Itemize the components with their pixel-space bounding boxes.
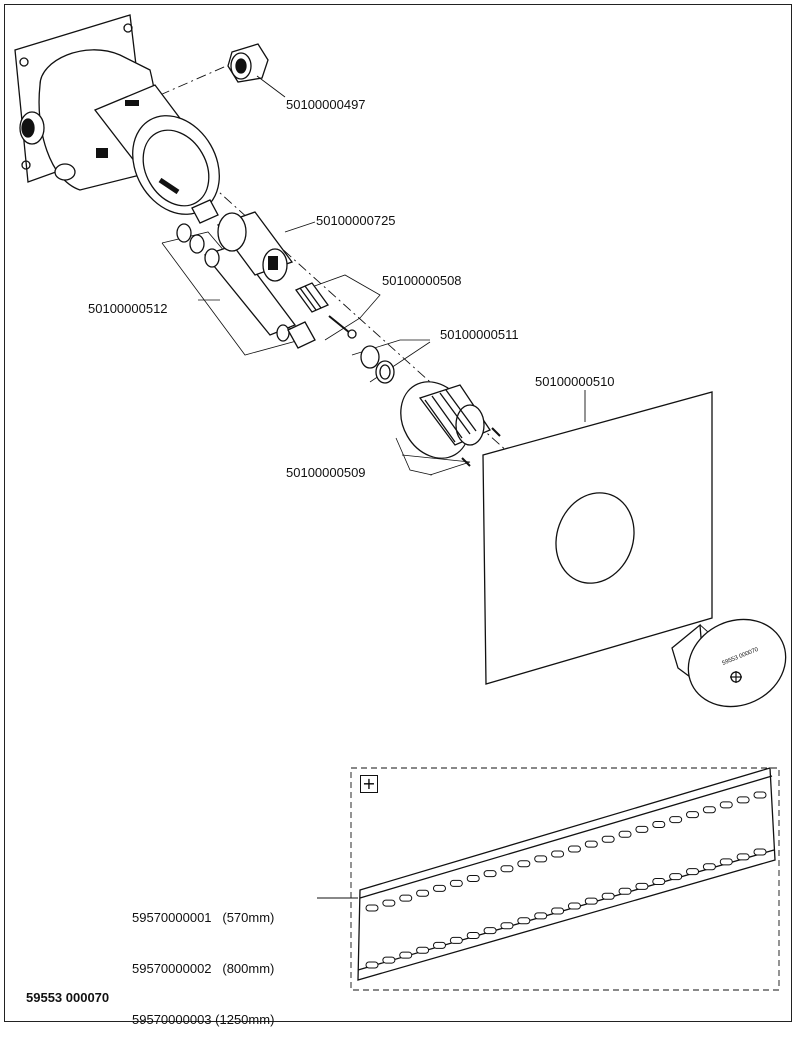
rail-slot [365,904,379,912]
rail-slot [584,840,598,848]
part-sleeve-509 [400,381,501,467]
label-50100000725: 50100000725 [316,213,396,228]
rail-slot [534,912,548,920]
rail-slot [416,889,430,897]
part-spindle-508 [294,282,357,339]
label-50100000511: 50100000511 [440,327,519,342]
rail-variant: 59570000001 (570mm) [132,910,275,925]
drawing-frame [4,4,792,1022]
rail-slots [365,791,767,969]
rail-slot [635,825,649,833]
rail-slot [382,956,396,964]
rail-slot [399,951,413,959]
rail-slot [618,887,632,895]
label-50100000497: 50100000497 [286,97,366,112]
rail-slot [399,894,413,902]
rail-slot [601,835,615,843]
rail-slot [652,877,666,885]
rail-slot [719,801,733,809]
rail-variant: 59570000003 (1250mm) [132,1012,275,1027]
rail-slot [584,897,598,905]
rail-slot [466,932,480,940]
document-number: 59553 000070 [26,990,110,1005]
rail-slot [517,917,531,925]
label-50100000512: 50100000512 [88,301,168,316]
rail-frame [350,767,780,991]
rail-slot [652,820,666,828]
rail-slot [736,796,750,804]
rail-slot [416,946,430,954]
rail-slot [702,806,716,814]
rail-slot [669,873,683,881]
part-cap [671,618,787,708]
rail-slot [753,791,767,799]
rail-slot [719,858,733,866]
rail-slot [551,850,565,858]
part-cover-plate-510 [482,391,713,685]
rail-slot [567,902,581,910]
label-50100000508: 50100000508 [382,273,462,288]
rail-slot [500,865,514,873]
rail-slot [618,830,632,838]
label-50100000510: 50100000510 [535,374,615,389]
rail-variant-list: 59570000001 (570mm) 59570000002 (800mm) … [132,875,274,1045]
rail-slot [686,811,700,819]
rail-slot [753,848,767,856]
part-rings-511 [360,345,395,384]
rail-slot [432,884,446,892]
part-nut-497 [227,43,269,83]
rail-slot [686,868,700,876]
rail-slot [432,941,446,949]
rail-slot [669,816,683,824]
rail-slot [635,882,649,890]
rail-variant: 59570000002 (800mm) [132,961,275,976]
rail-slot [449,879,463,887]
rail-slot [517,860,531,868]
rail-slot [736,853,750,861]
rail-slot [601,892,615,900]
rail-slot [500,922,514,930]
part-orings-512 [176,199,316,349]
rail-slot [702,863,716,871]
rail-slot [534,855,548,863]
rail-slot [483,870,497,878]
rail-slot [382,899,396,907]
valve-body [19,49,220,215]
rail-slot [551,907,565,915]
rail-slot [567,845,581,853]
rail-slot [483,927,497,935]
rail-slot [449,936,463,944]
option-plus-icon: + [360,775,378,793]
label-50100000509: 50100000509 [286,465,366,480]
rail-slot [466,875,480,883]
rail-slot [365,961,379,969]
part-cartridge-725 [216,211,294,282]
